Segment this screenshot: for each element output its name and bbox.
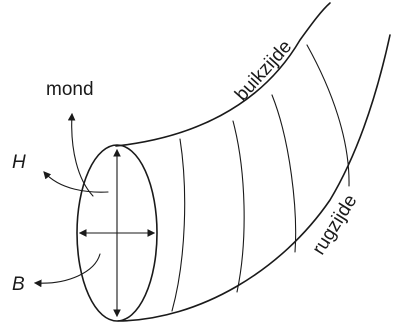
mouth-opening bbox=[76, 144, 158, 322]
dorsal-side-label: rugzijde bbox=[308, 191, 361, 259]
mouth-pointer-arrow bbox=[67, 112, 94, 197]
height-pointer-arrow bbox=[43, 171, 109, 193]
contour-line-3 bbox=[271, 94, 297, 253]
mouth-label: mond bbox=[46, 79, 94, 100]
ventral-edge bbox=[115, 2, 331, 147]
contour-line-2 bbox=[232, 120, 245, 293]
ventral-side-label: buikzijde bbox=[231, 36, 296, 105]
width-label: B bbox=[12, 274, 25, 295]
contour-line-1 bbox=[171, 138, 186, 312]
width-pointer-arrow bbox=[33, 253, 101, 288]
dorsal-edge bbox=[117, 34, 391, 322]
contour-line-4 bbox=[306, 44, 350, 187]
height-label: H bbox=[12, 152, 26, 173]
